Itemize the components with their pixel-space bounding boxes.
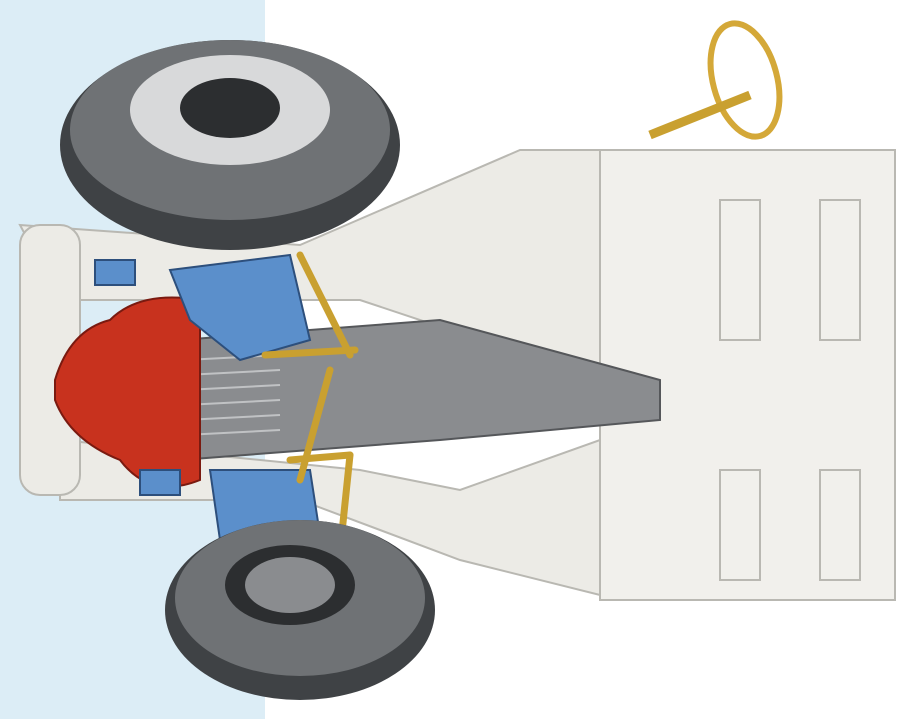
steering-wheel: [648, 20, 783, 140]
front-tire-bottom: [165, 520, 435, 700]
front-axle-housing: [54, 296, 201, 488]
front-tire-top: [60, 40, 400, 250]
